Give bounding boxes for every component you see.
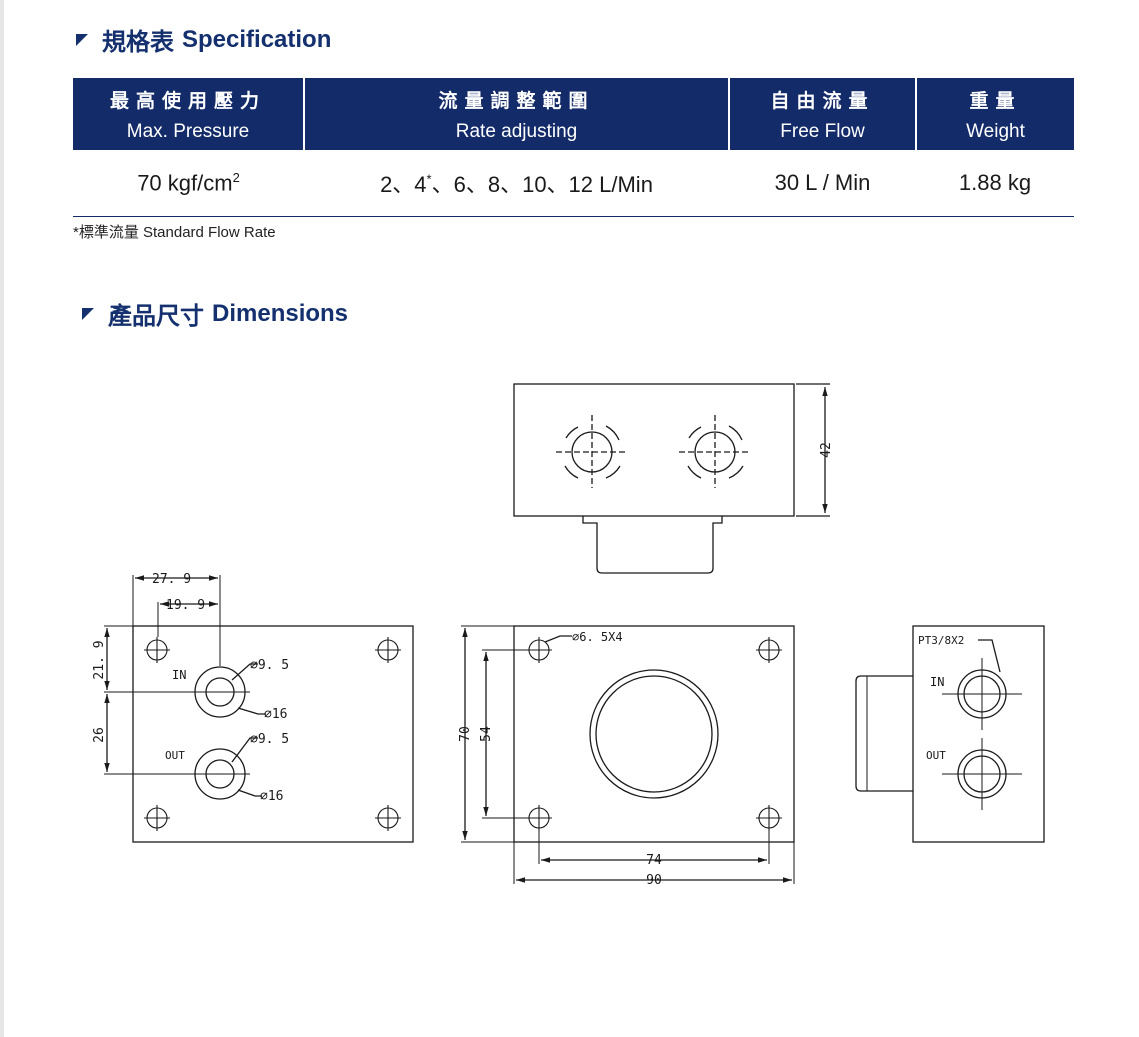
header-rate: 流量調整範圍 Rate adjusting (304, 78, 730, 150)
left-edge-border (0, 0, 4, 1037)
top-port-left (556, 415, 628, 488)
header-free-flow: 自由流量 Free Flow (729, 78, 917, 150)
section-marker-icon (82, 307, 94, 320)
spec-title-zh: 規格表 (102, 28, 174, 56)
dim-42-label: 42 (819, 442, 834, 458)
rate-asterisk: * (426, 171, 432, 187)
pressure-unit-sup: 2 (232, 169, 240, 185)
header-weight: 重量 Weight (916, 78, 1074, 150)
header-rate-en: Rate adjusting (455, 120, 578, 142)
dim-27-9-label: 27. 9 (152, 572, 191, 587)
header-pressure-en: Max. Pressure (126, 120, 250, 142)
left-in-label: IN (172, 668, 186, 682)
cell-free-flow: 30 L / Min (729, 150, 916, 217)
side-port-in (942, 658, 1022, 730)
header-weight-zh: 重量 (969, 89, 1022, 112)
side-port-out (942, 738, 1022, 810)
cell-rate: 2、4*、6、8、10、12 L/Min (304, 150, 729, 217)
header-pressure: 最高使用壓力 Max. Pressure (73, 78, 305, 150)
dia-9-5-out-label: ⌀9. 5 (250, 732, 289, 747)
left-view: 27. 9 19. 9 21. 9 26 IN OUT ⌀9. 5 ⌀16 ⌀9… (92, 572, 414, 843)
dim-26-label: 26 (92, 727, 107, 743)
side-out-label: OUT (926, 749, 946, 762)
header-pressure-zh: 最高使用壓力 (109, 89, 266, 112)
standard-flow-note: *標準流量 Standard Flow Rate (73, 224, 276, 241)
dim-title-zh: 產品尺寸 (108, 302, 204, 330)
top-port-right (679, 415, 751, 488)
rate-value-post: 、6、8、10、12 L/Min (431, 172, 653, 197)
header-free-flow-en: Free Flow (780, 120, 865, 142)
dia-9-5-in-label: ⌀9. 5 (250, 658, 289, 673)
top-view: 42 (513, 383, 834, 574)
side-view: PT3/8X2 IN OUT (855, 625, 1045, 843)
cell-pressure: 70 kgf/cm2 (73, 150, 304, 217)
header-free-flow-zh: 自由流量 (770, 89, 875, 112)
spec-title-en: Specification (182, 25, 332, 53)
header-rate-zh: 流量調整範圍 (438, 89, 595, 112)
hole-callout-label: ⌀6. 5X4 (572, 630, 623, 644)
dim-21-9-label: 21. 9 (92, 640, 107, 679)
dim-54-label: 54 (479, 726, 494, 742)
dim-74-label: 74 (646, 853, 662, 868)
section-marker-icon (76, 33, 88, 46)
rate-value-pre: 2、4 (380, 172, 427, 197)
thread-callout-label: PT3/8X2 (918, 634, 964, 647)
left-out-label: OUT (165, 749, 185, 762)
front-view: ⌀6. 5X4 70 54 74 90 (458, 625, 795, 888)
table-row: 70 kgf/cm2 2、4*、6、8、10、12 L/Min 30 L / M… (73, 150, 1074, 217)
dia-16-in-label: ⌀16 (264, 707, 287, 722)
spec-section-heading: 規格表 Specification (76, 22, 331, 57)
dim-70-label: 70 (458, 726, 473, 742)
dia-16-out-label: ⌀16 (260, 789, 283, 804)
dim-19-9-label: 19. 9 (166, 598, 205, 613)
dim-90-label: 90 (646, 873, 662, 888)
side-in-label: IN (930, 675, 944, 689)
dim-title-en: Dimensions (212, 299, 349, 327)
dim-section-heading: 產品尺寸 Dimensions (82, 296, 348, 331)
spec-table: 最高使用壓力 Max. Pressure 流量調整範圍 Rate adjusti… (73, 78, 1074, 217)
header-weight-en: Weight (966, 120, 1025, 142)
pressure-value: 70 kgf/cm (137, 170, 233, 196)
cell-weight: 1.88 kg (916, 150, 1074, 217)
